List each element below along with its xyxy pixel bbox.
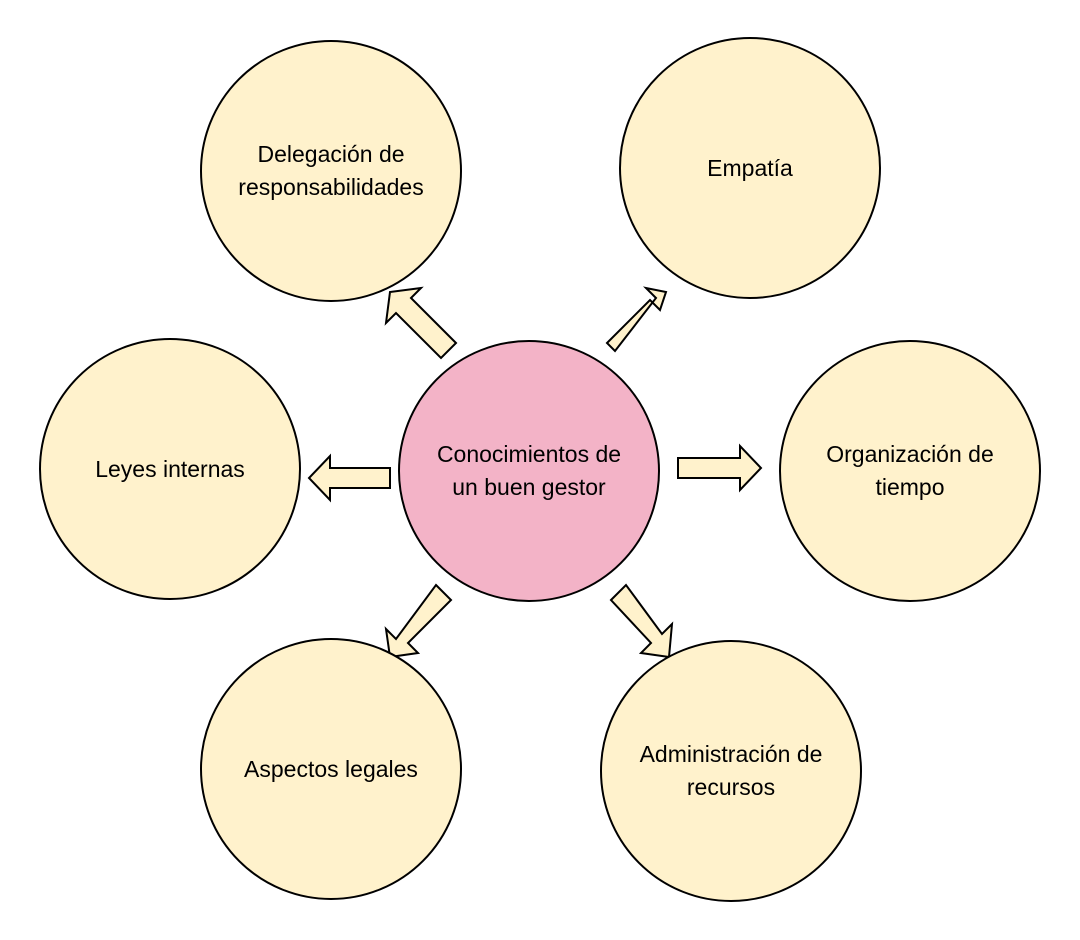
- node-organizacion-label: Organización de tiempo: [826, 441, 994, 500]
- node-empatia-label: Empatía: [707, 154, 793, 181]
- node-administracion-label: Administración de recursos: [639, 741, 823, 800]
- node-leyes: Leyes internas: [39, 338, 301, 600]
- node-delegacion-label: Delegación de responsabilidades: [238, 141, 424, 200]
- arrow-to-empatia: [605, 286, 668, 353]
- node-center-label: Conocimientos de un buen gestor: [436, 441, 622, 500]
- arrow-to-organizacion: [677, 443, 763, 493]
- node-aspectos-label: Aspectos legales: [244, 755, 418, 782]
- arrow-to-administracion: [609, 583, 674, 659]
- arrow-to-leyes: [307, 453, 391, 503]
- node-aspectos: Aspectos legales: [200, 638, 462, 900]
- node-administracion: Administración de recursos: [600, 640, 862, 902]
- node-center: Conocimientos de un buen gestor: [398, 340, 660, 602]
- arrow-to-aspectos: [384, 583, 453, 659]
- node-delegacion: Delegación de responsabilidades: [200, 40, 462, 302]
- arrow-to-delegacion: [384, 286, 458, 360]
- node-empatia: Empatía: [619, 37, 881, 299]
- node-leyes-label: Leyes internas: [95, 455, 245, 482]
- node-organizacion: Organización de tiempo: [779, 340, 1041, 602]
